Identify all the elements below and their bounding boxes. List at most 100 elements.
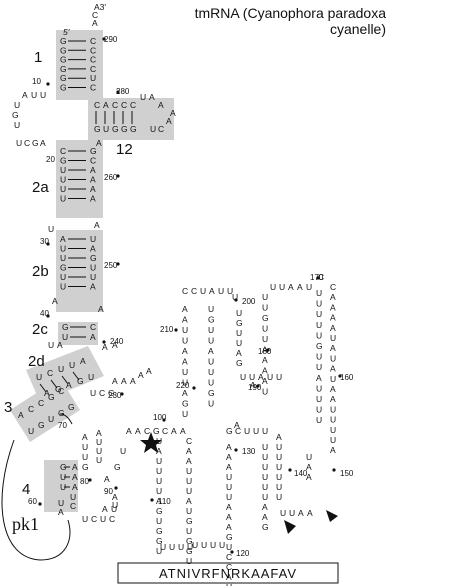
nucleotide: U (186, 486, 192, 496)
nucleotide: A (226, 442, 232, 452)
nucleotide: A (166, 116, 172, 126)
nucleotide: U (330, 435, 336, 445)
helix-label-4: 4 (22, 481, 30, 498)
helix-2b-shade (56, 230, 103, 312)
nucleotide: G (208, 388, 215, 398)
nucleotide: U (236, 308, 242, 318)
nucleotide: G (90, 146, 97, 156)
nucleotide: C (191, 286, 197, 296)
nucleotide: U (226, 482, 232, 492)
nucleotide: U (276, 442, 282, 452)
nucleotide: U (210, 540, 216, 550)
nucleotide: C (92, 10, 98, 20)
position-tick (332, 468, 336, 472)
nucleotide: C (58, 386, 64, 396)
nucleotide: C (38, 398, 44, 408)
nucleotide: C (112, 100, 118, 110)
nucleotide: A (66, 380, 72, 390)
tag-peptide-box (117, 562, 339, 584)
nucleotide: A (306, 462, 312, 472)
helix-12-shade (88, 98, 174, 140)
nucleotide: A (82, 432, 88, 442)
nucleotide: U (316, 352, 322, 362)
nucleotide: U (90, 263, 96, 273)
nucleotide: G (114, 462, 121, 472)
nucleotide: U (82, 452, 88, 462)
nucleotide: A (149, 92, 155, 102)
nucleotide: U (267, 372, 273, 382)
nucleotide: C (235, 426, 241, 436)
nucleotide: U (90, 388, 96, 398)
five-prime-label: 5' (63, 27, 70, 37)
nucleotide: U (276, 472, 282, 482)
nucleotide: U (103, 124, 109, 134)
nucleotide: C (90, 322, 96, 332)
pos-230: 230 (108, 391, 122, 400)
nucleotide: U (276, 372, 282, 382)
nucleotide: U (330, 374, 336, 384)
base-pair-bar (50, 379, 58, 389)
nucleotide: U (244, 426, 250, 436)
nucleotide: U (187, 542, 193, 552)
nucleotide: A (90, 175, 96, 185)
pos-90: 90 (104, 487, 113, 496)
position-tick (192, 386, 196, 390)
nucleotide: U (186, 476, 192, 486)
nucleotide: G (112, 124, 119, 134)
nucleotide: U (316, 309, 322, 319)
position-tick (120, 392, 124, 396)
nucleotide: A (104, 474, 110, 484)
nucleotide: A (262, 502, 268, 512)
nucleotide: G (186, 516, 193, 526)
nucleotide: G (90, 253, 97, 263)
nucleotide: U (192, 540, 198, 550)
nucleotide: U (156, 476, 162, 486)
nucleotide: G (32, 138, 39, 148)
nucleotide: U (100, 514, 106, 524)
nucleotide: G (38, 420, 45, 430)
position-tick (114, 486, 118, 490)
nucleotide: C (70, 501, 76, 511)
nucleotide: A (156, 446, 162, 456)
nucleotide: A (258, 372, 264, 382)
nucleotide: A (330, 364, 336, 374)
nucleotide: A (44, 388, 50, 398)
nucleotide: U (316, 405, 322, 415)
nucleotide: U (156, 466, 162, 476)
nucleotide: G (58, 408, 65, 418)
nucleotide: U (182, 325, 188, 335)
nucleotide: U (330, 333, 336, 343)
nucleotide: U (140, 92, 146, 102)
nucleotide: U (262, 462, 268, 472)
nucleotide: U (82, 514, 88, 524)
helix-shading (10, 30, 174, 512)
position-tick (162, 418, 166, 422)
nucleotide: U (14, 100, 20, 110)
position-tick (88, 478, 92, 482)
nucleotide: G (121, 124, 128, 134)
pos-140: 140 (294, 469, 308, 478)
nucleotide: U (169, 542, 175, 552)
nucleotide: A (171, 426, 177, 436)
position-tick (230, 550, 234, 554)
nucleotide: C (91, 514, 97, 524)
pos-180: 180 (258, 347, 272, 356)
helix-label-12: 12 (116, 141, 133, 158)
nucleotide: G (60, 55, 67, 65)
position-tick (256, 384, 260, 388)
nucleotide: A (102, 504, 108, 514)
nucleotide: G (12, 110, 19, 120)
nucleotide: U (316, 299, 322, 309)
nucleotide: U (262, 442, 268, 452)
nucleotide: G (262, 313, 269, 323)
nucleotide: U (279, 282, 285, 292)
nucleotide: A (90, 282, 96, 292)
helix-label-pk1: pk1 (12, 514, 39, 534)
nucleotide: U (48, 414, 54, 424)
nucleotide: G (153, 426, 160, 436)
pos-190: 190 (248, 383, 262, 392)
nucleotide: A (180, 426, 186, 436)
nucleotide: A (307, 508, 313, 518)
three-prime-label: A3' (94, 2, 106, 12)
nucleotide: G (156, 506, 163, 516)
